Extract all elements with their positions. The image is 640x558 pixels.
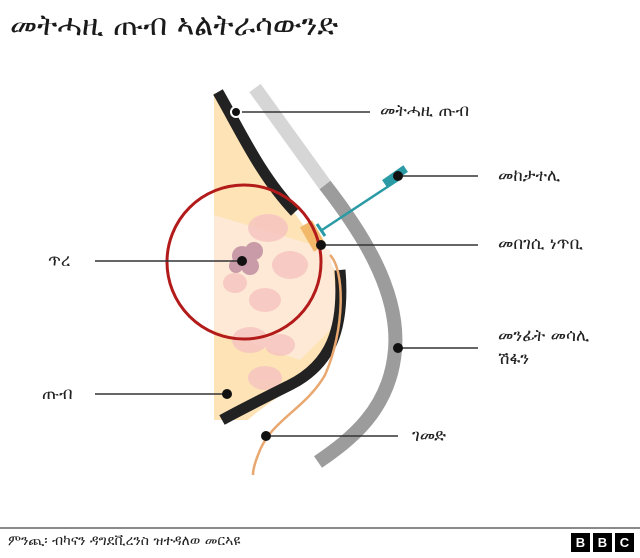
bbc-logo-letter: B: [593, 533, 612, 552]
transducer-light: [249, 83, 331, 190]
diagram-title: መትሓዚ ጡብ ኣልትራሳውንድ: [10, 8, 339, 43]
label-skin: ገመድ: [412, 426, 447, 446]
leader-dots: [222, 106, 403, 441]
bbc-logo-letter: C: [615, 533, 634, 552]
source-credit: ምንጪ፡ ብካናን ዳግደቪረንስ ዝተዳለወ መርኣዩ: [8, 533, 241, 549]
label-implant: መትሓዚ ጡብ: [380, 101, 470, 121]
needle: [321, 178, 399, 232]
needle-tip-bar: [315, 223, 327, 237]
label-probe: መበገሲ ነጥቢ: [498, 234, 583, 254]
breast-ultrasound-diagram: [95, 83, 478, 476]
label-transducer-line2: ሽፋን: [498, 349, 530, 369]
footer-divider: [0, 527, 640, 529]
label-needle: መከታተሊ: [498, 166, 561, 186]
label-lump: ጥረ: [48, 251, 71, 271]
label-transducer-line1: መንፊት መሳሊ: [498, 326, 590, 346]
implant-upper: [213, 89, 299, 216]
bbc-logo: B B C: [571, 533, 634, 552]
focus-circle: [165, 183, 323, 341]
bbc-logo-letter: B: [571, 533, 590, 552]
skin-line: [251, 254, 342, 476]
label-breast: ጡብ: [42, 384, 73, 404]
leader-lines: [95, 111, 478, 437]
